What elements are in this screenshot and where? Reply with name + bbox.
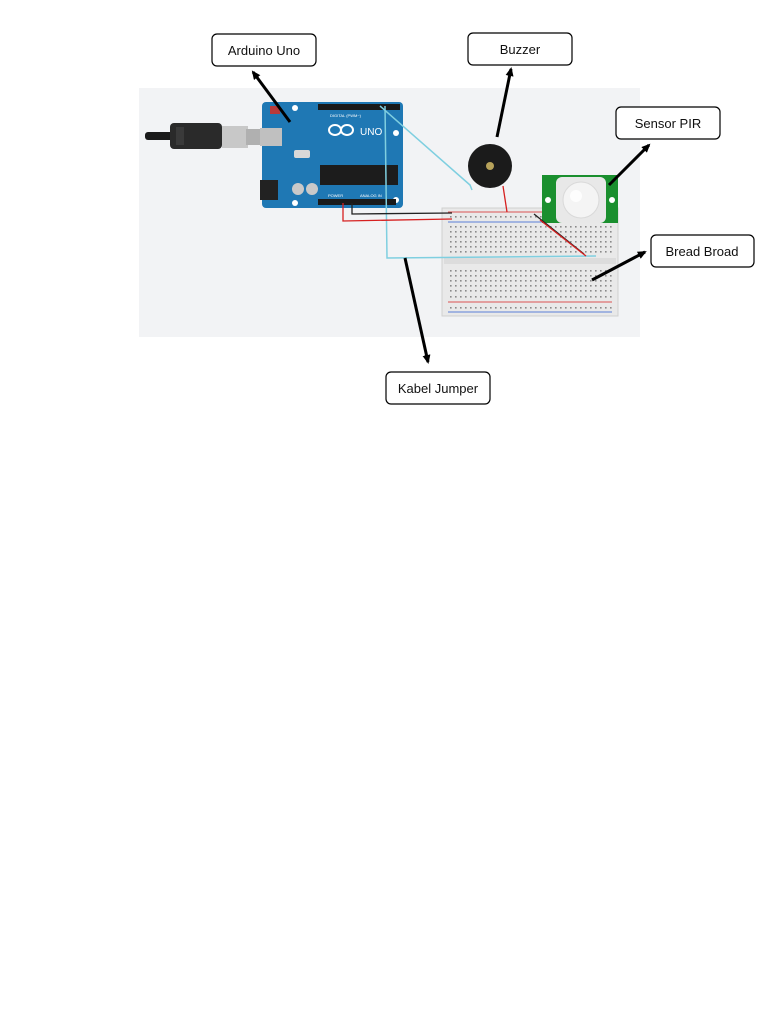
svg-text:Bread Broad: Bread Broad	[666, 244, 739, 259]
arrow-pir	[607, 143, 651, 187]
wire-red-buzzer	[502, 185, 508, 213]
board-uno-label: UNO	[360, 127, 382, 138]
buzzer-icon	[468, 144, 512, 188]
wire-red-pir	[539, 219, 587, 257]
label-pir: Sensor PIR	[615, 106, 721, 140]
arduino-board-icon: UNO DIGITAL (PWM~) POWER ANALOG IN	[260, 102, 403, 208]
wire-red-power	[342, 203, 453, 222]
board-power-label: POWER	[328, 193, 343, 198]
arrow-breadboard	[591, 250, 647, 282]
arrow-arduino	[251, 70, 292, 123]
label-buzzer: Buzzer	[467, 32, 573, 66]
wire-black-gnd	[351, 203, 453, 215]
board-digital-label: DIGITAL (PWM~)	[330, 113, 362, 118]
breadboard-icon	[441, 207, 619, 317]
board-analog-label: ANALOG IN	[360, 193, 382, 198]
svg-text:Sensor PIR: Sensor PIR	[635, 116, 701, 131]
arduino-logo-icon	[328, 124, 354, 136]
label-jumper: Kabel Jumper	[385, 371, 491, 405]
svg-text:Arduino Uno: Arduino Uno	[228, 43, 300, 58]
arrow-buzzer	[495, 67, 514, 138]
arrow-jumper	[403, 257, 431, 364]
pir-sensor-icon	[542, 175, 618, 223]
wire-cyan-pir	[384, 105, 597, 259]
breadboard-holes	[450, 216, 612, 309]
svg-text:Buzzer: Buzzer	[500, 42, 541, 57]
svg-text:Kabel Jumper: Kabel Jumper	[398, 381, 479, 396]
callout-arrows	[251, 67, 651, 364]
jumper-wires	[342, 105, 597, 259]
label-arduino: Arduino Uno	[211, 33, 317, 67]
usb-cable-icon	[145, 123, 262, 149]
label-breadboard: Bread Broad	[650, 234, 755, 268]
wire-cyan-digital	[379, 105, 473, 191]
